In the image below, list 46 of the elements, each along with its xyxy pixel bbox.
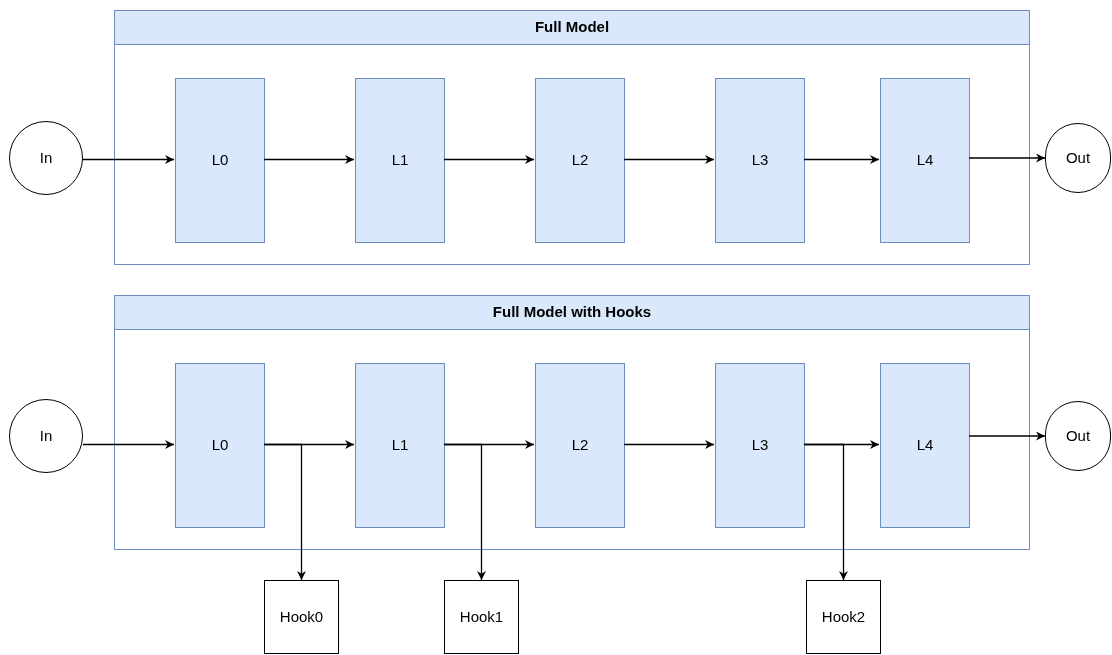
node-label: In bbox=[39, 425, 53, 446]
node-label: L1 bbox=[391, 435, 409, 456]
panel-header: Full Model with Hooks bbox=[115, 296, 1029, 330]
layer-box bbox=[880, 78, 970, 243]
node-label: Hook2 bbox=[821, 606, 866, 627]
node-label: Out bbox=[1065, 147, 1091, 168]
node-label: L3 bbox=[751, 150, 769, 171]
layer-box bbox=[535, 78, 625, 243]
node-label: L2 bbox=[571, 150, 589, 171]
arrow bbox=[443, 155, 535, 164]
node-label: In bbox=[39, 147, 53, 168]
hook-box bbox=[264, 580, 339, 654]
arrow bbox=[968, 431, 1046, 441]
layer-box bbox=[715, 78, 805, 243]
arrow bbox=[82, 440, 175, 449]
layer-box bbox=[355, 363, 445, 528]
layer-box bbox=[175, 363, 265, 528]
hook-box bbox=[444, 580, 519, 654]
layer-box bbox=[175, 78, 265, 243]
node-label: L0 bbox=[211, 150, 229, 171]
model-panel bbox=[114, 10, 1030, 265]
node-label: L4 bbox=[916, 150, 934, 171]
node-label: L1 bbox=[391, 150, 409, 171]
node-label: L2 bbox=[571, 435, 589, 456]
node-label: Hook0 bbox=[279, 606, 324, 627]
node-label: L4 bbox=[916, 435, 934, 456]
panel-header: Full Model bbox=[115, 11, 1029, 45]
node-label: Out bbox=[1065, 425, 1091, 446]
layer-box bbox=[355, 78, 445, 243]
model-panel bbox=[114, 295, 1030, 550]
arrow bbox=[263, 443, 306, 581]
arrow bbox=[263, 155, 355, 164]
node-label: L0 bbox=[211, 435, 229, 456]
arrow bbox=[803, 155, 880, 164]
layer-box bbox=[880, 363, 970, 528]
arrow bbox=[623, 440, 715, 449]
arrow bbox=[968, 153, 1046, 163]
arrow bbox=[443, 443, 486, 581]
node-label: Hook1 bbox=[459, 606, 504, 627]
arrow bbox=[82, 155, 175, 164]
arrow bbox=[803, 443, 848, 581]
node-label: L3 bbox=[751, 435, 769, 456]
hook-box bbox=[806, 580, 881, 654]
layer-box bbox=[715, 363, 805, 528]
arrow bbox=[623, 155, 715, 164]
layer-box bbox=[535, 363, 625, 528]
